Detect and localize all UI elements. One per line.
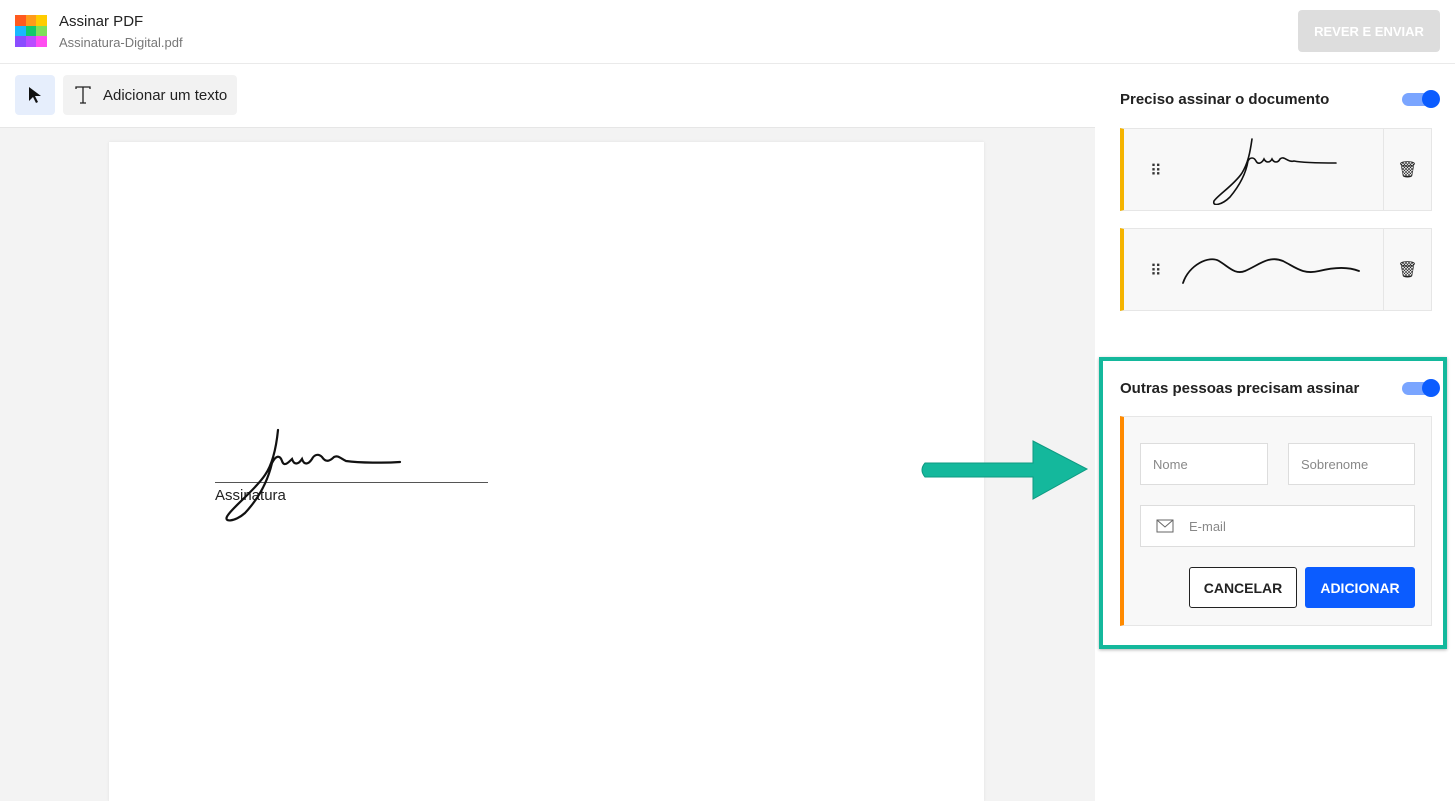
pdf-page[interactable] [109,142,984,801]
add-text-button[interactable]: Adicionar um texto [63,75,237,115]
signature-label: Assinatura [215,487,286,504]
email-input[interactable] [1140,505,1415,547]
logo-tile [15,25,26,37]
logo-tile [15,15,26,26]
app-header: Assinar PDF Assinatura-Digital.pdf REVER… [0,0,1455,64]
placed-signature[interactable] [210,425,410,525]
logo-tile [36,15,47,26]
cancel-button[interactable]: CANCELAR [1189,567,1297,608]
app-title: Assinar PDF [59,13,144,30]
logo-tile [15,36,26,47]
delete-signature-button[interactable]: 🗑 [1383,129,1431,210]
initials-item[interactable]: ⠿ 🗑 [1120,228,1432,311]
pointer-icon [29,87,41,103]
others-sign-highlight [1099,357,1447,649]
mail-icon [1156,519,1174,533]
file-name: Assinatura-Digital.pdf [59,35,183,50]
drag-handle-icon[interactable]: ⠿ [1150,163,1162,180]
select-tool-button[interactable] [15,75,55,115]
self-sign-toggle[interactable] [1402,90,1440,108]
logo-tile [25,25,37,37]
logo-tile [36,36,47,47]
drag-handle-icon[interactable]: ⠿ [1150,263,1162,280]
trash-icon: 🗑 [1397,261,1418,279]
signature-preview [1212,138,1337,205]
logo-tile [25,36,37,47]
arrow-annotation [921,440,1089,500]
self-sign-title: Preciso assinar o documento [1120,91,1330,108]
last-name-input[interactable] [1288,443,1415,485]
logo-tile [25,15,37,26]
add-signer-button[interactable]: ADICIONAR [1305,567,1415,608]
review-and-send-button[interactable]: REVER E ENVIAR [1298,10,1440,52]
trash-icon: 🗑 [1397,161,1418,179]
initials-preview [1182,258,1360,284]
text-icon [75,86,91,104]
signature-line [215,482,488,483]
logo-tile [36,25,47,37]
others-sign-toggle[interactable] [1402,379,1440,397]
others-sign-title: Outras pessoas precisam assinar [1120,380,1360,397]
first-name-input[interactable] [1140,443,1268,485]
app-logo [15,15,47,47]
add-text-label: Adicionar um texto [103,86,228,104]
delete-initials-button[interactable]: 🗑 [1383,229,1431,310]
signature-item[interactable]: ⠿ 🗑 [1120,128,1432,211]
